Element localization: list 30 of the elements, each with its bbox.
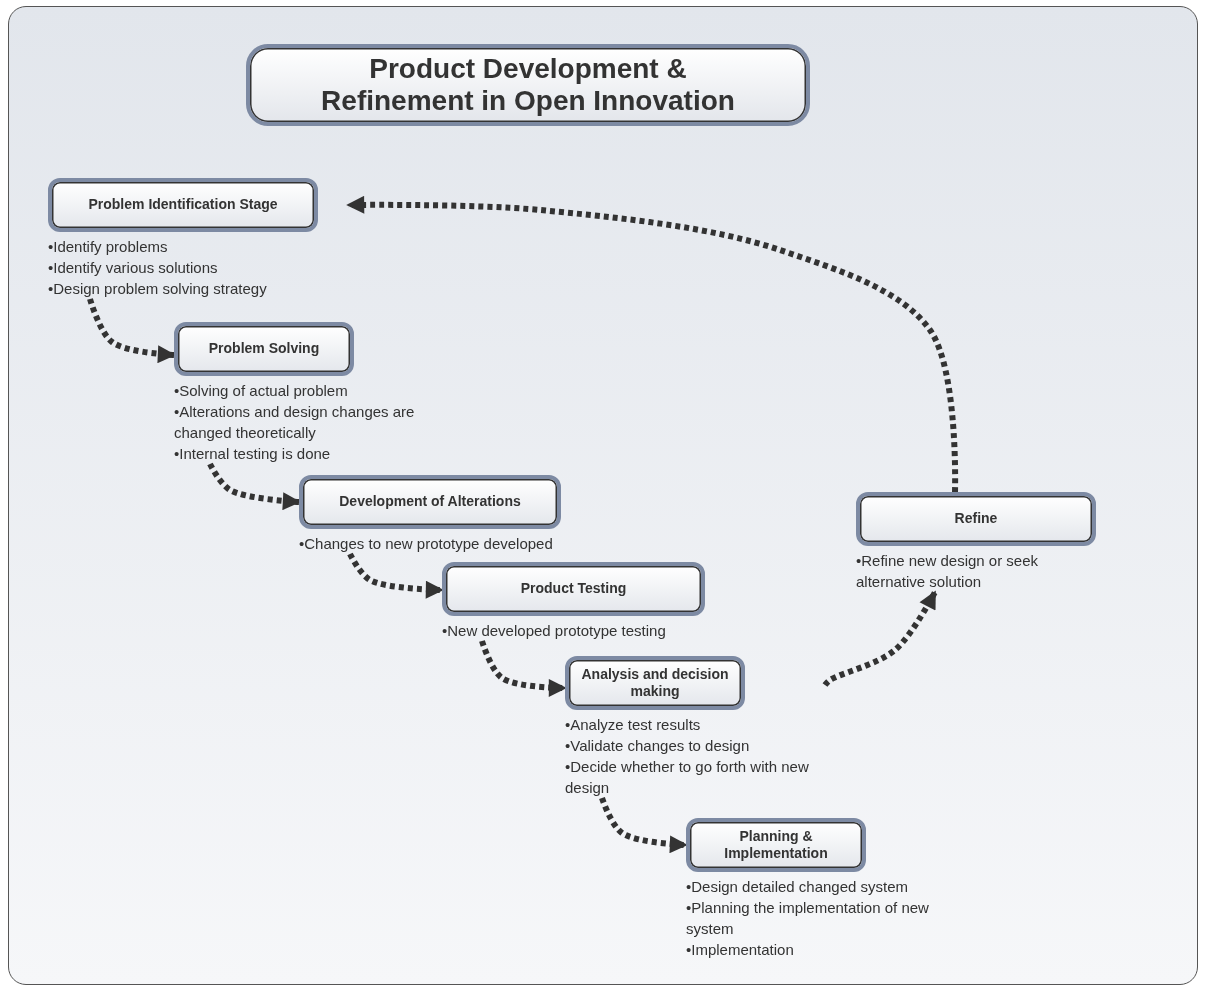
- bullet-text: •Design problem solving strategy: [48, 279, 268, 299]
- bullet-text: •Identify various solutions: [48, 258, 219, 278]
- stage-title: Analysis and decision making: [580, 665, 730, 701]
- bullet-text: •Identify problems: [48, 237, 169, 257]
- dotted-arrow: [207, 462, 301, 511]
- dotted-arrow: [87, 298, 176, 364]
- stage-title: Product Testing: [519, 580, 628, 598]
- bullet-text: •Solving of actual problem: [174, 381, 349, 401]
- bullet-text: •Planning the implementation of new system: [686, 898, 930, 939]
- stage-title: Refine: [953, 510, 999, 528]
- bullet-text: •New developed prototype testing: [442, 621, 667, 641]
- dotted-arrow: [346, 195, 959, 493]
- bullet-text: •Implementation: [686, 940, 795, 960]
- title: Product Development & Refinement in Open Innovation: [320, 52, 736, 118]
- bullet-text: •Decide whether to go forth with new design: [565, 757, 810, 798]
- stage-title: Problem Solving: [207, 340, 321, 358]
- bullet-text: •Validate changes to design: [565, 736, 751, 756]
- stage-title: Development of Alterations: [338, 493, 522, 511]
- dotted-arrow: [822, 590, 938, 687]
- bullet-text: •Alterations and design changes are changed theoretically: [174, 402, 416, 443]
- bullet-text: •Design detailed changed system: [686, 877, 910, 897]
- stage-title: Planning & Implementation: [723, 827, 829, 863]
- dotted-arrow: [599, 797, 688, 854]
- dotted-arrow: [347, 552, 444, 599]
- dotted-arrow: [479, 640, 567, 697]
- bullet-text: •Refine new design or seek alternative solution: [856, 551, 1040, 592]
- bullet-text: •Analyze test results: [565, 715, 702, 735]
- bullet-text: •Internal testing is done: [174, 444, 332, 464]
- stage-title: Problem Identification Stage: [87, 196, 279, 214]
- bullet-text: •Changes to new prototype developed: [299, 534, 554, 554]
